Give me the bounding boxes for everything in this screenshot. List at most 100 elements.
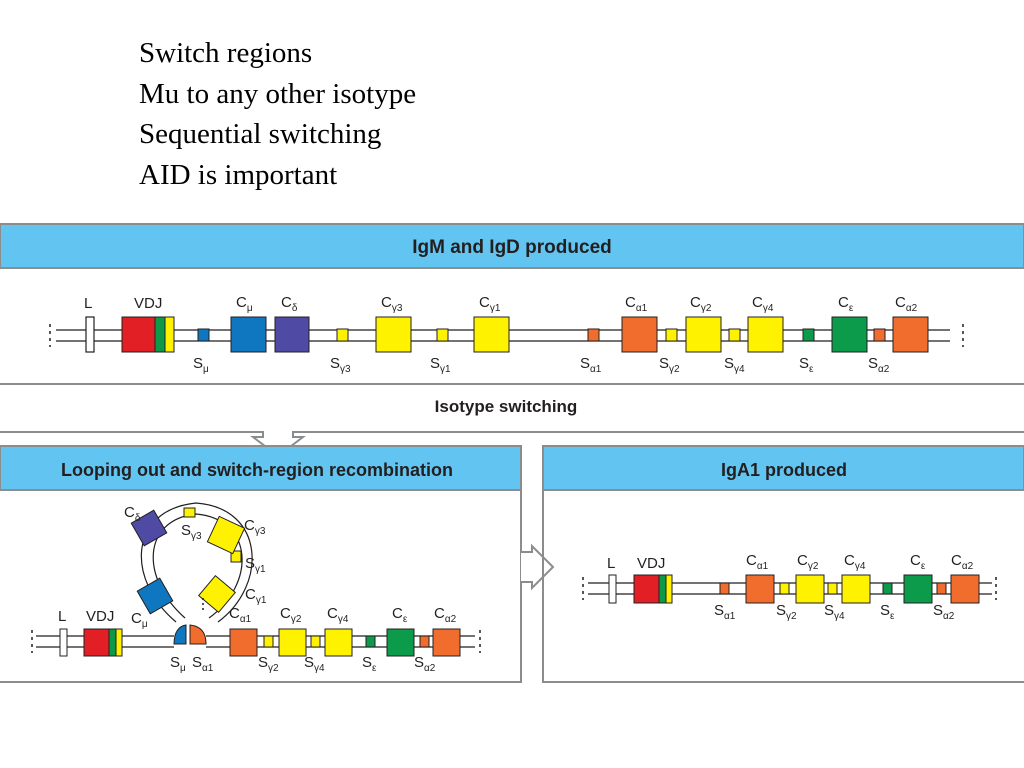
- vdj-red: [121, 316, 156, 353]
- loop-label: Cμ: [131, 610, 148, 630]
- bullet-item: AID is important: [139, 158, 338, 191]
- bullet-item: Sequential switching: [139, 118, 382, 150]
- gene-label: Cγ4: [327, 605, 349, 625]
- l-segment: [608, 574, 617, 604]
- switch-label: Sε: [362, 654, 377, 674]
- loop-c-g3: [206, 515, 246, 555]
- loop-label: Cγ3: [244, 517, 266, 537]
- c-e-exon: [386, 628, 415, 657]
- gene-label: VDJ: [637, 555, 665, 572]
- l-segment: [85, 316, 95, 353]
- loop-label: Sγ1: [245, 555, 266, 575]
- switch-g4: [310, 635, 321, 648]
- switch-label: Sγ4: [304, 654, 325, 674]
- vdj-green: [658, 574, 667, 604]
- right-locus: L VDJ Cα1 Cγ2 Cγ4 Cε Cα2 Sα1 Sγ2 Sγ4 Sε …: [582, 552, 997, 622]
- switch-label: Sε: [799, 355, 814, 375]
- gene-label: Cγ1: [479, 294, 501, 314]
- l-segment: [59, 628, 68, 657]
- vdj-yellow: [115, 628, 123, 657]
- loop-switch-yellow: [183, 507, 196, 518]
- c-a1-exon: [745, 574, 775, 604]
- gene-label: Cγ3: [381, 294, 403, 314]
- c-g2-exon: [685, 316, 722, 353]
- loop-label: Sγ3: [181, 522, 202, 542]
- top-panel: IgM and IgD produced: [0, 223, 1024, 385]
- switch-label: Sα2: [414, 654, 436, 674]
- switch-g2: [665, 328, 678, 342]
- switch-e: [802, 328, 815, 342]
- loop-outer: [140, 502, 253, 623]
- c-a2-exon: [432, 628, 461, 657]
- bullet-item: Mu to any other isotype: [139, 77, 417, 110]
- switch-label: Sγ4: [724, 355, 745, 375]
- top-panel-title: IgM and IgD produced: [412, 237, 612, 258]
- loop-label: Cδ: [124, 504, 141, 524]
- c-g2-exon: [278, 628, 307, 657]
- gene-label: VDJ: [134, 295, 162, 312]
- vdj-red: [83, 628, 110, 657]
- vdj-green: [154, 316, 166, 353]
- gene-label: Cγ2: [797, 552, 819, 572]
- switch-e: [365, 635, 376, 648]
- loop-label: Cγ1: [245, 586, 267, 606]
- looped-out-dna: Cδ Sγ3 Cγ3 Sγ1 Cγ1 Cμ: [124, 502, 267, 645]
- switch-label: Sα1: [192, 654, 214, 674]
- switch-label: Sγ4: [824, 602, 845, 622]
- bullet-item: Switch regions: [139, 37, 313, 69]
- isotype-switching-caption: Isotype switching: [435, 397, 578, 416]
- loop-c-delta: [130, 509, 168, 547]
- switch-label: Sμ: [170, 654, 186, 674]
- c-g4-exon: [324, 628, 353, 657]
- loop-switch-yellow: [230, 550, 242, 563]
- recombined-switch-mu: [173, 624, 187, 645]
- switch-g2: [779, 582, 790, 595]
- vdj-yellow: [164, 316, 175, 353]
- c-a1-exon: [229, 628, 258, 657]
- vdj-red: [633, 574, 660, 604]
- bullet-list: Switch regions Mu to any other isotype S…: [139, 33, 416, 195]
- gene-label: Cα2: [895, 294, 918, 314]
- switch-g1: [436, 328, 449, 342]
- left-panel: Looping out and switch-region recombinat…: [0, 445, 522, 683]
- gene-label: L: [58, 608, 66, 625]
- gene-label: Cα1: [746, 552, 769, 572]
- gene-label: Cδ: [281, 294, 298, 314]
- c-delta-exon: [274, 316, 310, 353]
- top-locus: L VDJ Cμ Cδ Cγ3 Cγ1 Cα1 Cγ2 Cγ4 Cε Cα2 S…: [49, 294, 964, 375]
- gene-label: Cγ4: [752, 294, 774, 314]
- switch-label: Sα1: [580, 355, 602, 375]
- gene-label: L: [607, 555, 615, 572]
- top-panel-header-bg: [0, 223, 1024, 269]
- switch-label: Sε: [880, 602, 895, 622]
- switch-g4: [827, 582, 838, 595]
- gene-label: Cα2: [434, 605, 457, 625]
- gene-label: Cα1: [229, 605, 252, 625]
- right-panel: IgA1 produced: [542, 445, 1024, 683]
- switch-e: [882, 582, 893, 595]
- gene-label: Cγ4: [844, 552, 866, 572]
- switch-a1: [587, 328, 600, 342]
- switch-label: Sμ: [193, 355, 209, 375]
- switch-label: Sγ2: [659, 355, 680, 375]
- switch-a2: [419, 635, 430, 648]
- vdj-green: [108, 628, 117, 657]
- c-mu-exon: [230, 316, 267, 353]
- c-g2-exon: [795, 574, 825, 604]
- loop-c-g1: [197, 574, 237, 614]
- left-panel-title: Looping out and switch-region recombinat…: [61, 460, 453, 480]
- vdj-yellow: [665, 574, 673, 604]
- switch-mu: [197, 328, 210, 342]
- right-arrow-icon: [521, 543, 555, 591]
- gene-label: L: [84, 295, 92, 312]
- switch-g4: [728, 328, 741, 342]
- c-a2-exon: [892, 316, 929, 353]
- c-a2-exon: [950, 574, 980, 604]
- switch-label: Sγ3: [330, 355, 351, 375]
- switch-label: Sγ2: [776, 602, 797, 622]
- c-g4-exon: [747, 316, 784, 353]
- gene-label: Cε: [392, 605, 408, 625]
- switch-a1: [719, 582, 730, 595]
- gene-label: VDJ: [86, 608, 114, 625]
- c-g4-exon: [841, 574, 871, 604]
